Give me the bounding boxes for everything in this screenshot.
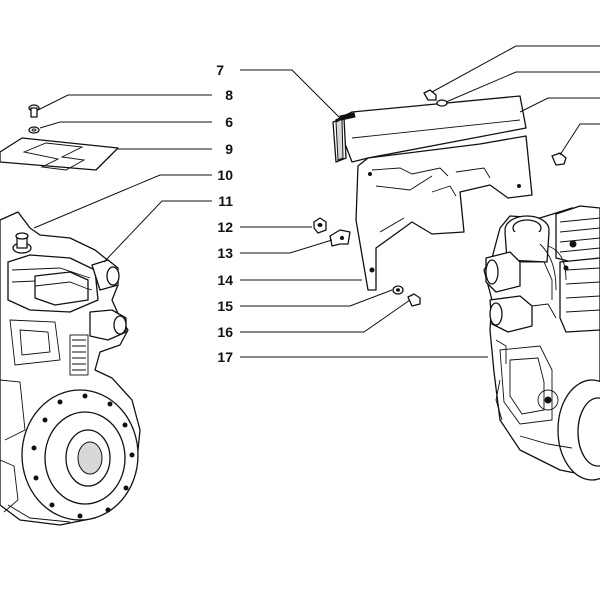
callout-13: 13 xyxy=(217,245,233,261)
callout-14: 14 xyxy=(217,272,233,288)
leader-lines xyxy=(33,45,600,358)
washer-6 xyxy=(28,126,40,134)
callout-6: 6 xyxy=(225,114,233,130)
engine-left-view xyxy=(0,211,141,526)
callout-11: 11 xyxy=(218,193,233,209)
callout-numbers: 7 8 6 9 10 11 12 13 14 15 16 17 xyxy=(216,62,233,365)
heat-shield-bracket xyxy=(332,95,533,291)
callout-17: 17 xyxy=(217,349,233,365)
callout-8: 8 xyxy=(225,87,233,103)
bolt-16 xyxy=(407,293,421,307)
callout-10: 10 xyxy=(217,167,233,183)
callout-7: 7 xyxy=(216,62,224,78)
cover-plate xyxy=(0,137,119,171)
callout-15: 15 xyxy=(217,298,233,314)
nut-right xyxy=(551,152,567,166)
engine-right-view xyxy=(483,205,600,481)
washer-15 xyxy=(392,285,404,295)
callout-16: 16 xyxy=(217,324,233,340)
bolt-top xyxy=(423,89,448,107)
nut-12 xyxy=(313,217,327,234)
small-bracket-13 xyxy=(329,229,351,247)
callout-9: 9 xyxy=(225,141,233,157)
callout-12: 12 xyxy=(217,219,233,235)
bolt-8 xyxy=(28,104,40,118)
